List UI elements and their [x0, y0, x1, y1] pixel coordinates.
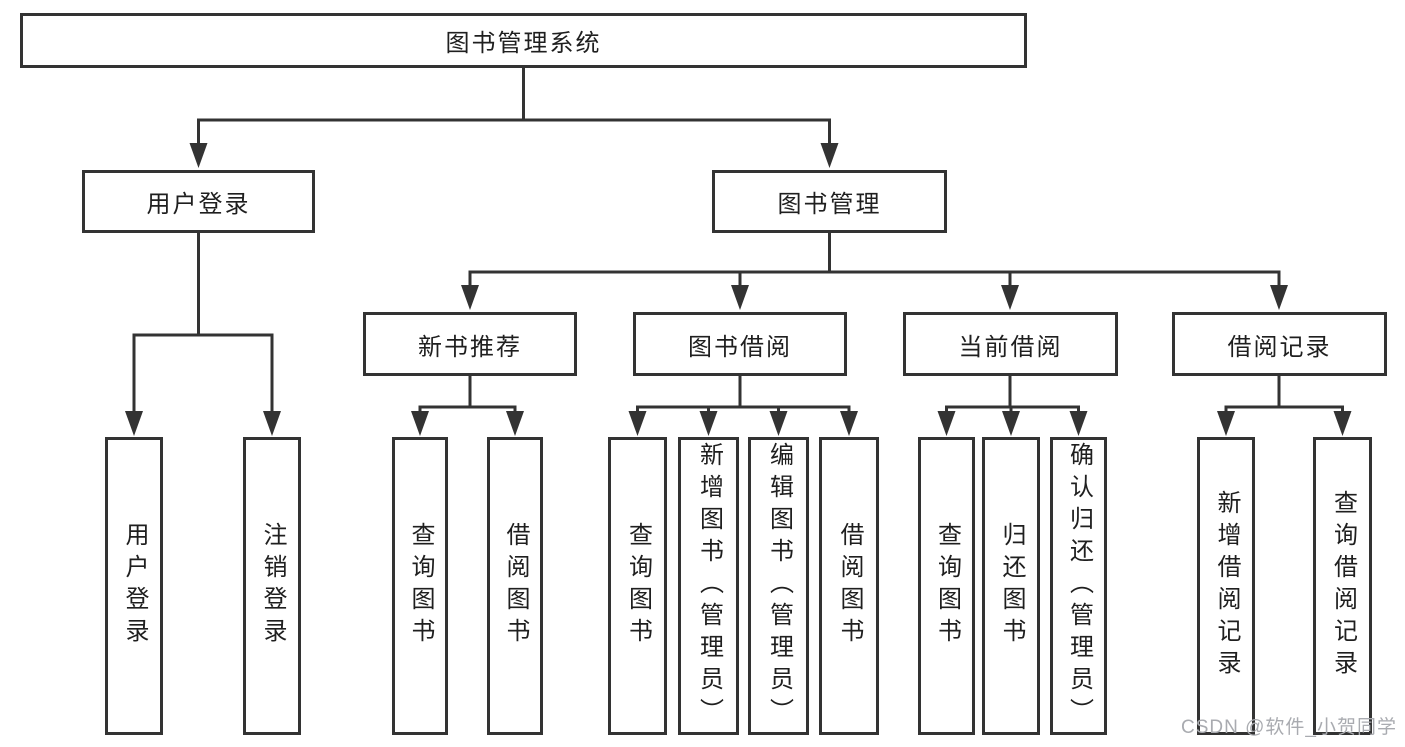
node-new-book-recommend: 新书推荐: [363, 312, 577, 376]
node-label: 查询借阅记录: [1329, 490, 1357, 682]
node-label: 借阅记录: [1227, 333, 1332, 361]
node-label: 图书管理: [777, 191, 882, 218]
node-book-borrowing: 图书借阅: [633, 312, 847, 376]
node-leaf-recommend-query-books: 查询图书: [392, 437, 448, 735]
node-label: 查询图书: [624, 522, 652, 650]
node-label: 借阅图书: [836, 522, 863, 650]
node-book-management: 图书管理: [712, 170, 947, 233]
node-leaf-current-query-books: 查询图书: [918, 437, 975, 735]
node-leaf-add-borrow-record: 新增借阅记录: [1197, 437, 1255, 735]
node-label: 确认归还（管理员）: [1065, 442, 1093, 730]
node-library-management-system: 图书管理系统: [20, 13, 1027, 68]
node-label: 用户登录: [121, 522, 148, 650]
node-label: 编辑图书（管理员）: [765, 442, 793, 730]
node-leaf-query-borrow-record: 查询借阅记录: [1313, 437, 1372, 735]
node-leaf-return-books: 归还图书: [982, 437, 1040, 735]
node-leaf-user-login: 用户登录: [105, 437, 163, 735]
node-label: 新增图书（管理员）: [695, 442, 723, 730]
node-label: 用户登录: [146, 191, 251, 218]
node-leaf-add-books-admin: 新增图书（管理员）: [678, 437, 739, 735]
node-current-borrowing: 当前借阅: [903, 312, 1118, 376]
node-leaf-borrow-query-books: 查询图书: [608, 437, 667, 735]
node-leaf-recommend-borrow-books: 借阅图书: [487, 437, 543, 735]
node-leaf-logout: 注销登录: [243, 437, 301, 735]
node-user-login: 用户登录: [82, 170, 315, 233]
node-leaf-borrow-books: 借阅图书: [819, 437, 879, 735]
node-label: 图书借阅: [688, 333, 792, 361]
node-label: 归还图书: [998, 522, 1025, 650]
node-leaf-edit-books-admin: 编辑图书（管理员）: [748, 437, 809, 735]
node-label: 新书推荐: [418, 333, 522, 361]
node-label: 当前借阅: [958, 333, 1063, 361]
csdn-watermark: CSDN @软件_小贺同学: [1181, 717, 1397, 738]
node-label: 注销登录: [259, 522, 286, 650]
node-label: 查询图书: [933, 522, 961, 650]
node-borrowing-records: 借阅记录: [1172, 312, 1387, 376]
node-label: 新增借阅记录: [1213, 490, 1240, 682]
node-label: 图书管理系统: [445, 30, 602, 57]
node-label: 借阅图书: [502, 522, 529, 650]
node-leaf-confirm-return-admin: 确认归还（管理员）: [1050, 437, 1107, 735]
node-label: 查询图书: [407, 522, 434, 650]
